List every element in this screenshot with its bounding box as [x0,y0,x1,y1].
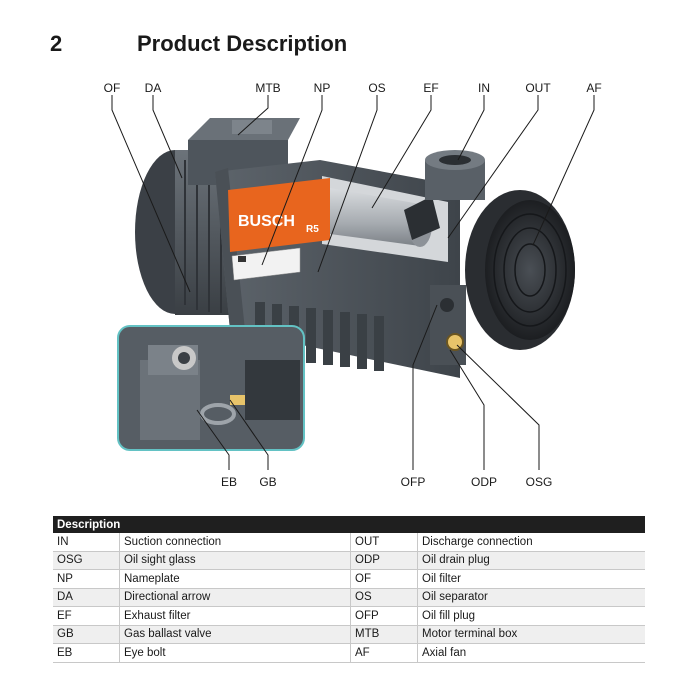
label-cell: Nameplate [119,569,351,589]
code-cell: EF [53,606,120,626]
label-cell: Oil filter [417,569,645,589]
code-cell: OF [350,569,418,589]
label-cell: Eye bolt [119,643,351,663]
code-cell: OFP [350,606,418,626]
label-cell: Suction connection [119,533,351,552]
code-cell: OUT [350,533,418,552]
callout-os: OS [368,81,385,95]
section-title: Product Description [137,31,348,56]
table-row: EB Eye bolt AF Axial fan [53,643,645,663]
table-row: IN Suction connection OUT Discharge conn… [53,533,645,552]
callout-gb: GB [259,475,276,489]
label-cell: Oil fill plug [417,606,645,626]
inset-detail [117,325,305,451]
callout-osg: OSG [526,475,553,489]
label-cell: Motor terminal box [417,625,645,644]
callout-odp: ODP [471,475,497,489]
callout-of: OF [104,81,121,95]
callout-af: AF [586,81,601,95]
table-row: OSG Oil sight glass ODP Oil drain plug [53,551,645,570]
label-cell: Discharge connection [417,533,645,552]
callout-labels: OF DA MTB NP OS EF IN OUT AF EB GB OFP O… [104,81,602,489]
label-cell: Gas ballast valve [119,625,351,644]
code-cell: AF [350,643,418,663]
label-cell: Oil sight glass [119,551,351,570]
callout-eb: EB [221,475,237,489]
model-badge: R5 [306,224,319,235]
callout-in: IN [478,81,490,95]
callout-np: NP [314,81,331,95]
callout-ef: EF [423,81,438,95]
logo-plate: BUSCH R5 [228,178,330,281]
code-cell: IN [53,533,120,552]
table-row: GB Gas ballast valve MTB Motor terminal … [53,625,645,644]
code-cell: EB [53,643,120,663]
callout-out: OUT [525,81,551,95]
code-cell: GB [53,625,120,644]
logo-text: BUSCH [238,213,295,230]
table-row: DA Directional arrow OS Oil separator [53,588,645,607]
callout-da: DA [145,81,162,95]
description-table: Description IN Suction connection OUT Di… [53,516,645,663]
axial-fan [465,190,575,350]
table-row: NP Nameplate OF Oil filter [53,569,645,589]
pump-illustration: BUSCH R5 OF DA MTB NP OS [104,81,602,489]
code-cell: OSG [53,551,120,570]
code-cell: ODP [350,551,418,570]
code-cell: MTB [350,625,418,644]
code-cell: OS [350,588,418,607]
table-header: Description [53,516,645,533]
callout-mtb: MTB [255,81,280,95]
label-cell: Exhaust filter [119,606,351,626]
label-cell: Axial fan [417,643,645,663]
section-number: 2 [50,31,63,56]
table-row: EF Exhaust filter OFP Oil fill plug [53,606,645,626]
code-cell: NP [53,569,120,589]
label-cell: Oil drain plug [417,551,645,570]
label-cell: Oil separator [417,588,645,607]
code-cell: DA [53,588,120,607]
label-cell: Directional arrow [119,588,351,607]
leader-lines [111,95,595,470]
callout-ofp: OFP [401,475,426,489]
